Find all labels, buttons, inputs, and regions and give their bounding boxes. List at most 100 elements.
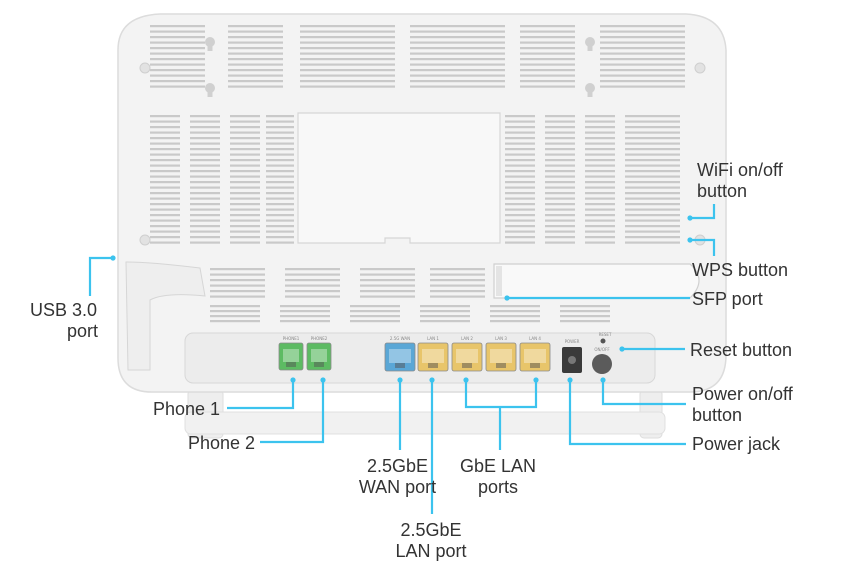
vents-mid-6-slot xyxy=(545,203,575,206)
phone2-port xyxy=(306,342,332,371)
vents-top-3-slot xyxy=(300,30,395,33)
vents-top-6-slot xyxy=(600,30,685,33)
leader-gbe-lan xyxy=(464,378,538,450)
vents-top-1-slot xyxy=(150,74,205,77)
vents-mid-2-slot xyxy=(190,164,220,167)
vents-mid-4-slot xyxy=(266,170,294,173)
vents-mid-4-slot xyxy=(266,148,294,151)
vents-top-6-slot xyxy=(600,63,685,66)
vents-mid-3 xyxy=(230,115,260,244)
vents-mid-4-slot xyxy=(266,197,294,200)
vents-mid-6 xyxy=(545,115,575,244)
label-wps-button: WPS button xyxy=(692,260,788,281)
leader-endpoint-dot xyxy=(110,255,116,261)
vents-low-6-slot xyxy=(280,315,330,318)
vents-mid-5-slot xyxy=(505,203,535,206)
vents-mid-3-slot xyxy=(230,208,260,211)
vents-mid-8-slot xyxy=(625,115,680,118)
vents-low-6-slot xyxy=(280,310,330,313)
leader-endpoint-dot xyxy=(567,377,573,383)
vents-top-2-slot xyxy=(228,69,283,72)
vents-mid-6-slot xyxy=(545,197,575,200)
vents-low-1 xyxy=(210,268,265,298)
phone2-port-latch xyxy=(314,362,324,367)
vents-top-1-slot xyxy=(150,52,205,55)
vents-top-4-slot xyxy=(410,25,505,28)
vents-top-4-slot xyxy=(410,58,505,61)
vents-low-6-slot xyxy=(280,320,330,323)
vents-mid-5-slot xyxy=(505,115,535,118)
label-power-button-line1: Power on/off xyxy=(692,384,793,404)
vents-mid-6-slot xyxy=(545,208,575,211)
vents-mid-2-slot xyxy=(190,203,220,206)
vents-low-10-slot xyxy=(560,320,610,323)
vents-mid-5-slot xyxy=(505,142,535,145)
vents-top-5-slot xyxy=(520,30,575,33)
lan1-port xyxy=(417,342,449,372)
vents-mid-5-slot xyxy=(505,230,535,233)
vents-top-1-slot xyxy=(150,36,205,39)
phone2-port-opening xyxy=(311,349,327,362)
leader-endpoint-dot xyxy=(463,377,469,383)
vents-top-6-slot xyxy=(600,36,685,39)
vents-top-4-slot xyxy=(410,80,505,83)
vents-mid-2-slot xyxy=(190,159,220,162)
vents-top-5-slot xyxy=(520,69,575,72)
vents-mid-6-slot xyxy=(545,137,575,140)
vents-mid-8-slot xyxy=(625,230,680,233)
vents-mid-7-slot xyxy=(585,137,615,140)
vents-top-5-slot xyxy=(520,47,575,50)
vents-mid-4-slot xyxy=(266,181,294,184)
vents-mid-8-slot xyxy=(625,159,680,162)
vents-low-8 xyxy=(420,305,470,323)
keyhole-slot xyxy=(207,88,213,97)
label-power-jack: Power jack xyxy=(692,434,780,455)
vents-mid-5-slot xyxy=(505,208,535,211)
vents-mid-1-slot xyxy=(150,203,180,206)
vents-mid-1 xyxy=(150,115,180,244)
vents-mid-3-slot xyxy=(230,115,260,118)
vents-mid-6-slot xyxy=(545,170,575,173)
vents-top-1 xyxy=(150,25,205,88)
vents-mid-3-slot xyxy=(230,241,260,244)
vents-mid-3-slot xyxy=(230,137,260,140)
vents-low-5-slot xyxy=(210,315,260,318)
vents-top-2 xyxy=(228,25,283,88)
vents-mid-5-slot xyxy=(505,131,535,134)
side-cable-arm xyxy=(125,261,206,371)
vents-mid-5-slot xyxy=(505,225,535,228)
vents-top-3-slot xyxy=(300,25,395,28)
vents-top-2-slot xyxy=(228,30,283,33)
vents-mid-3-slot xyxy=(230,181,260,184)
vents-mid-6-slot xyxy=(545,192,575,195)
label-gbe-lan-ports: GbE LAN ports xyxy=(448,456,548,498)
vents-mid-7-slot xyxy=(585,214,615,217)
vents-low-2-slot xyxy=(285,273,340,276)
vents-low-8-slot xyxy=(420,305,470,308)
vents-mid-8-slot xyxy=(625,164,680,167)
vents-mid-2-slot xyxy=(190,197,220,200)
vents-mid-1-slot xyxy=(150,142,180,145)
vents-mid-1-slot xyxy=(150,115,180,118)
vents-mid-4 xyxy=(266,115,294,244)
silk-wan_silk: 2.5G WAN xyxy=(390,336,410,341)
vents-low-1-slot xyxy=(210,284,265,287)
vents-mid-1-slot xyxy=(150,225,180,228)
vents-mid-7-slot xyxy=(585,126,615,129)
vents-mid-8-slot xyxy=(625,126,680,129)
vents-top-2-slot xyxy=(228,47,283,50)
vents-mid-1-slot xyxy=(150,170,180,173)
vents-top-5-slot xyxy=(520,41,575,44)
vents-mid-1-slot xyxy=(150,159,180,162)
vents-top-2-slot xyxy=(228,80,283,83)
vents-mid-8-slot xyxy=(625,219,680,222)
vents-top-5-slot xyxy=(520,36,575,39)
leader-phone1 xyxy=(227,378,295,410)
lan3-port xyxy=(485,342,517,372)
vents-mid-2-slot xyxy=(190,137,220,140)
vents-mid-7-slot xyxy=(585,170,615,173)
vents-top-3-slot xyxy=(300,63,395,66)
label-phone1-text: Phone 1 xyxy=(152,399,220,419)
vents-mid-2-slot xyxy=(190,208,220,211)
vents-mid-5-slot xyxy=(505,186,535,189)
